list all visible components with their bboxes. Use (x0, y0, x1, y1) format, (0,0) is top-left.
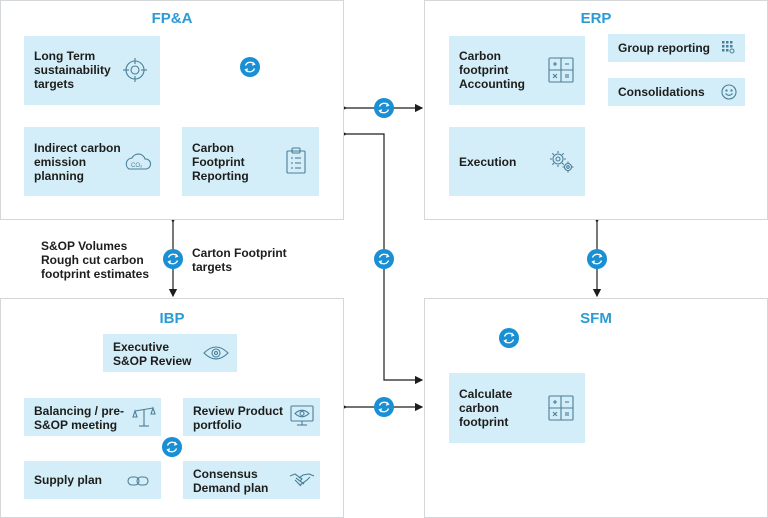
grid-icon (721, 40, 735, 59)
fpa-erp-sync-icon (374, 98, 394, 118)
carbon-footprint-accounting-box[interactable]: Carbon footprint Accounting (449, 36, 585, 105)
sop-volumes-label: S&OP Volumes Rough cut carbon footprint … (41, 239, 150, 281)
calculator-icon (548, 57, 574, 88)
supply-plan-label: Supply plan (34, 473, 103, 487)
calculate-carbon-box[interactable]: Calculate carbon footprint (449, 373, 585, 443)
calculator-icon (548, 395, 574, 426)
carbon-footprint-accounting-label: Carbon footprint Accounting (459, 49, 525, 91)
target-icon (122, 57, 148, 88)
handshake-icon (289, 471, 315, 494)
group-reporting-label: Group reporting (618, 41, 710, 55)
carton-targets-label: Carton Footprint targets (192, 246, 287, 274)
co2-cloud-icon: CO₂ (122, 151, 152, 178)
long-term-targets-box[interactable]: Long Term sustainability targets (24, 36, 160, 105)
carbon-footprint-reporting-label: Carbon Footprint Reporting (192, 141, 249, 183)
monitor-eye-icon (290, 405, 314, 432)
scale-icon (132, 406, 156, 433)
clipboard-icon (285, 147, 307, 180)
fpa-title: FP&A (151, 10, 193, 27)
smiley-icon (721, 84, 737, 105)
carbon-footprint-reporting-box[interactable]: Carbon Footprint Reporting (182, 127, 319, 196)
sfm-sync-icon (499, 328, 519, 348)
link-icon (127, 474, 149, 492)
indirect-carbon-label: Indirect carbon emission planning (34, 141, 121, 183)
group-reporting-box[interactable]: Group reporting (608, 34, 745, 62)
consolidations-box[interactable]: Consolidations (608, 78, 745, 106)
consolidations-label: Consolidations (618, 85, 705, 99)
ibp-sfm-sync-icon (374, 397, 394, 417)
sfm-title: SFM (580, 310, 612, 327)
fpa-sfm-sync-icon (374, 249, 394, 269)
eye-icon (203, 345, 229, 366)
ibp-sync-icon (162, 437, 182, 457)
erp-title: ERP (580, 10, 612, 27)
execution-label: Execution (459, 155, 517, 169)
ibp-title: IBP (159, 310, 185, 327)
executive-review-box[interactable]: Executive S&OP Review (103, 334, 237, 372)
supply-plan-box[interactable]: Supply plan (24, 461, 161, 499)
fpa-sync-icon (240, 57, 260, 77)
indirect-carbon-box[interactable]: Indirect carbon emission planning CO₂ (24, 127, 160, 196)
svg-text:CO₂: CO₂ (131, 163, 143, 169)
review-portfolio-label: Review Product portfolio (193, 404, 284, 432)
balancing-box[interactable]: Balancing / pre- S&OP meeting (24, 398, 161, 436)
calculate-carbon-label: Calculate carbon footprint (459, 387, 513, 429)
long-term-targets-label: Long Term sustainability targets (34, 49, 111, 91)
review-portfolio-box[interactable]: Review Product portfolio (183, 398, 320, 436)
consensus-demand-box[interactable]: Consensus Demand plan (183, 461, 320, 499)
fpa-ibp-sync-icon (163, 249, 183, 269)
consensus-demand-label: Consensus Demand plan (193, 467, 269, 495)
executive-review-label: Executive S&OP Review (113, 340, 192, 368)
execution-box[interactable]: Execution (449, 127, 585, 196)
balancing-label: Balancing / pre- S&OP meeting (34, 404, 125, 432)
erp-sfm-sync-icon (587, 249, 607, 269)
gears-icon (548, 149, 576, 180)
